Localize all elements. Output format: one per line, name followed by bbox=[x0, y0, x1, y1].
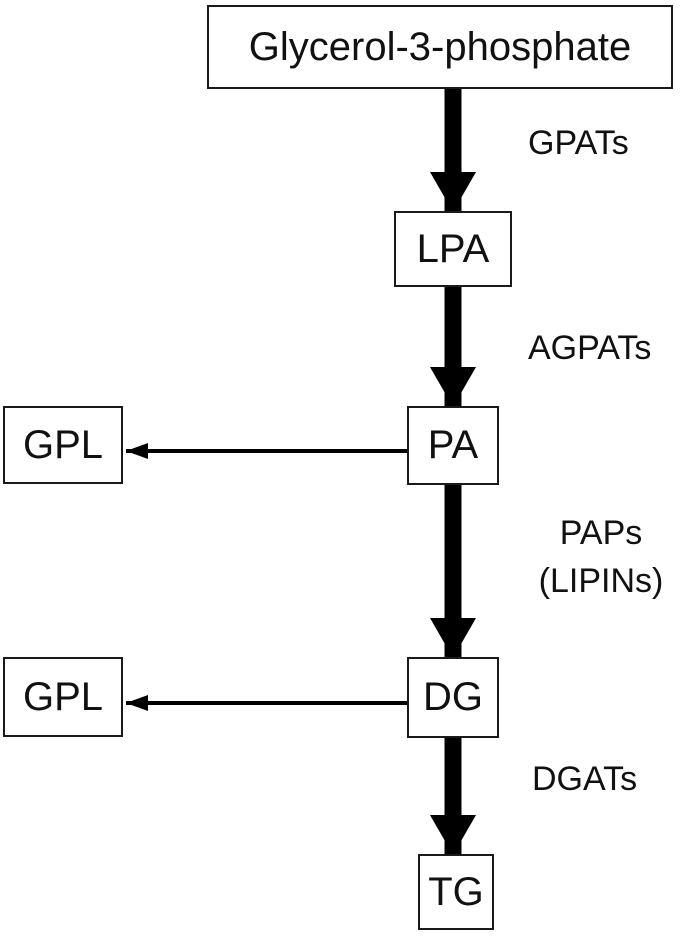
node-glycerol-3-phosphate: Glycerol-3-phosphate bbox=[207, 5, 673, 89]
enzyme-label-agpats: AGPATs bbox=[528, 329, 652, 367]
node-tg: TG bbox=[418, 854, 494, 930]
enzyme-label-dgats: DGATs bbox=[532, 760, 638, 798]
node-lpa: LPA bbox=[394, 211, 512, 287]
node-dg: DG bbox=[407, 657, 499, 738]
enzyme-label-paps: PAPs (LIPINs) bbox=[522, 510, 680, 605]
node-gpl-from-dg: GPL bbox=[3, 657, 123, 737]
enzyme-label-lipins-line2: (LIPINs) bbox=[538, 561, 664, 600]
enzyme-label-paps-line1: PAPs bbox=[559, 514, 643, 552]
node-gpl-from-pa: GPL bbox=[3, 406, 123, 484]
node-pa: PA bbox=[407, 406, 499, 485]
enzyme-label-gpats: GPATs bbox=[528, 124, 629, 162]
